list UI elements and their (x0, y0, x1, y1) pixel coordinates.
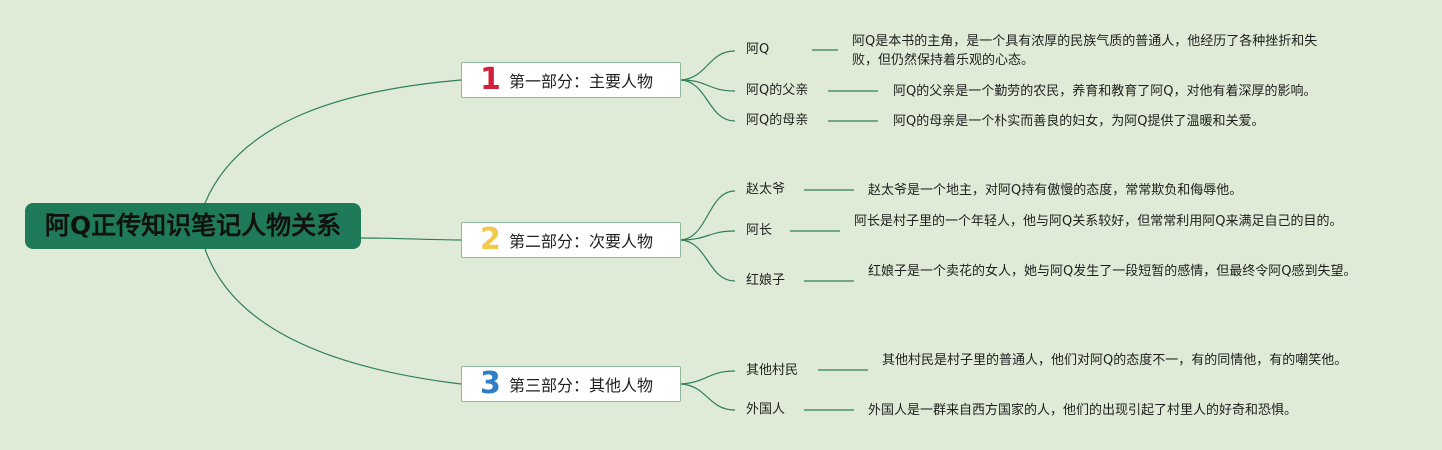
link-section-2-char-2 (680, 230, 736, 241)
link-section-1-char-3 (680, 79, 736, 122)
section-1-node[interactable]: 1 第一部分：主要人物 (461, 62, 681, 98)
character-description: 赵太爷是一个地主，对阿Q持有傲慢的态度，常常欺负和侮辱他。 (868, 183, 1243, 198)
character-name[interactable]: 阿Q的母亲 (746, 113, 809, 128)
character-name[interactable]: 阿Q (746, 42, 770, 57)
character-description: 阿Q的父亲是一个勤劳的农民，养育和教育了阿Q，对他有着深厚的影响。 (893, 84, 1317, 99)
character-name[interactable]: 阿长 (746, 223, 773, 238)
character-name[interactable]: 红娘子 (746, 273, 786, 288)
character-description: 外国人是一群来自西方国家的人，他们的出现引起了村里人的好奇和恐惧。 (868, 403, 1298, 418)
section-1-label: 第一部分：主要人物 (509, 72, 654, 91)
character-description: 阿Q是本书的主角，是一个具有浓厚的民族气质的普通人，他经历了各种挫折和失败，但仍… (852, 34, 1318, 68)
character-description: 红娘子是一个卖花的女人，她与阿Q发生了一段短暂的感情，但最终令阿Q感到失望。 (868, 264, 1357, 279)
link-root-section-3 (204, 248, 462, 385)
character-description: 阿长是村子里的一个年轻人，他与阿Q关系较好，但常常利用阿Q来满足自己的目的。 (854, 214, 1343, 229)
link-section-2-char-3 (680, 239, 736, 282)
link-section-3-char-1 (680, 370, 736, 385)
link-section-3-char-2 (680, 383, 736, 411)
character-description: 阿Q的母亲是一个朴实而善良的妇女，为阿Q提供了温暖和关爱。 (893, 114, 1265, 129)
number-three-icon: 3 (480, 366, 501, 401)
section-3-label: 第三部分：其他人物 (509, 376, 654, 395)
number-two-icon: 2 (480, 222, 501, 257)
section-2-node[interactable]: 2 第二部分：次要人物 (461, 222, 681, 258)
link-root-section-2 (360, 237, 462, 241)
link-root-section-1 (204, 79, 462, 204)
root-topic[interactable]: 阿Q正传知识笔记人物关系 (25, 203, 361, 249)
section-2-label: 第二部分：次要人物 (509, 232, 654, 251)
character-description: 其他村民是村子里的普通人，他们对阿Q的态度不一，有的同情他，有的嘲笑他。 (882, 353, 1348, 368)
character-name[interactable]: 阿Q的父亲 (746, 83, 809, 98)
link-section-1-char-2 (680, 79, 736, 92)
character-name[interactable]: 其他村民 (746, 363, 799, 378)
root-title: 阿Q正传知识笔记人物关系 (44, 211, 342, 240)
character-name[interactable]: 外国人 (746, 402, 786, 417)
section-3-node[interactable]: 3 第三部分：其他人物 (461, 366, 681, 402)
link-section-1-char-1 (680, 50, 736, 81)
number-one-icon: 1 (480, 62, 501, 97)
link-section-2-char-1 (680, 190, 736, 241)
character-name[interactable]: 赵太爷 (746, 182, 786, 197)
